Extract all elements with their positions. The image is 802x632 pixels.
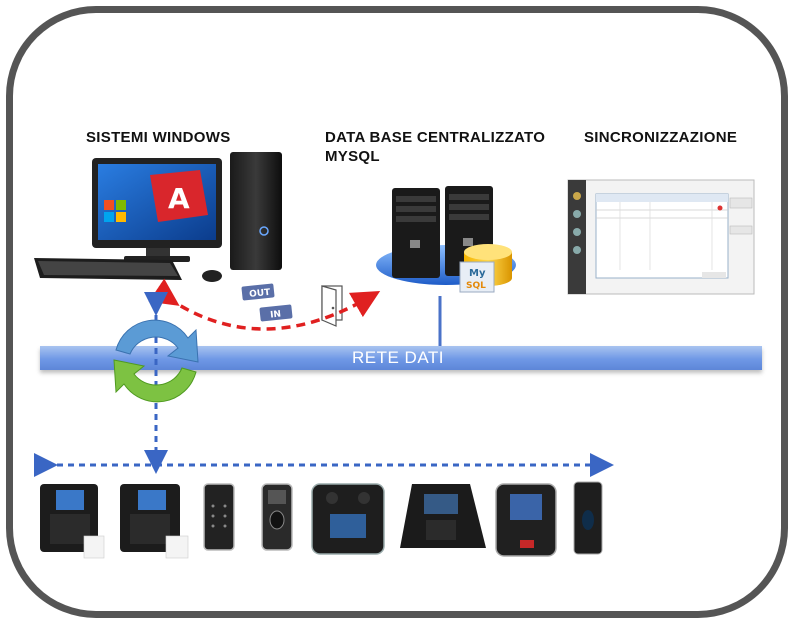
sync-icon bbox=[113, 319, 199, 403]
svg-text:A: A bbox=[168, 182, 190, 215]
door-icon bbox=[321, 285, 343, 327]
label-database-line1: DATA BASE CENTRALIZZATO bbox=[325, 129, 546, 146]
server-icon: My SQL bbox=[376, 186, 516, 293]
badge-out: OUT bbox=[249, 288, 272, 300]
terminal-device-icon bbox=[203, 483, 235, 551]
terminal-device-icon bbox=[400, 484, 486, 548]
terminal-device-icon bbox=[311, 483, 385, 555]
label-database: DATA BASE CENTRALIZZATO MYSQL bbox=[325, 128, 545, 166]
label-database-line2: MYSQL bbox=[325, 148, 380, 165]
mysql-my: My bbox=[469, 268, 486, 279]
terminal-device-icon bbox=[40, 484, 105, 559]
terminal-device-icon bbox=[261, 483, 293, 551]
label-windows-systems: SISTEMI WINDOWS bbox=[86, 129, 231, 146]
label-sync: SINCRONIZZAZIONE bbox=[584, 129, 738, 146]
badge-in: IN bbox=[270, 310, 282, 321]
computer-icon: A bbox=[34, 152, 282, 282]
terminal-device-icon bbox=[120, 484, 189, 559]
terminal-device-icon bbox=[495, 483, 557, 557]
network-label: RETE DATI bbox=[352, 348, 445, 367]
mysql-sql: SQL bbox=[466, 281, 486, 291]
terminal-device-icon bbox=[573, 481, 603, 555]
red-sync-arrow bbox=[148, 278, 381, 331]
software-screenshot-icon bbox=[567, 179, 755, 295]
out-in-badges: OUT IN bbox=[241, 283, 293, 322]
